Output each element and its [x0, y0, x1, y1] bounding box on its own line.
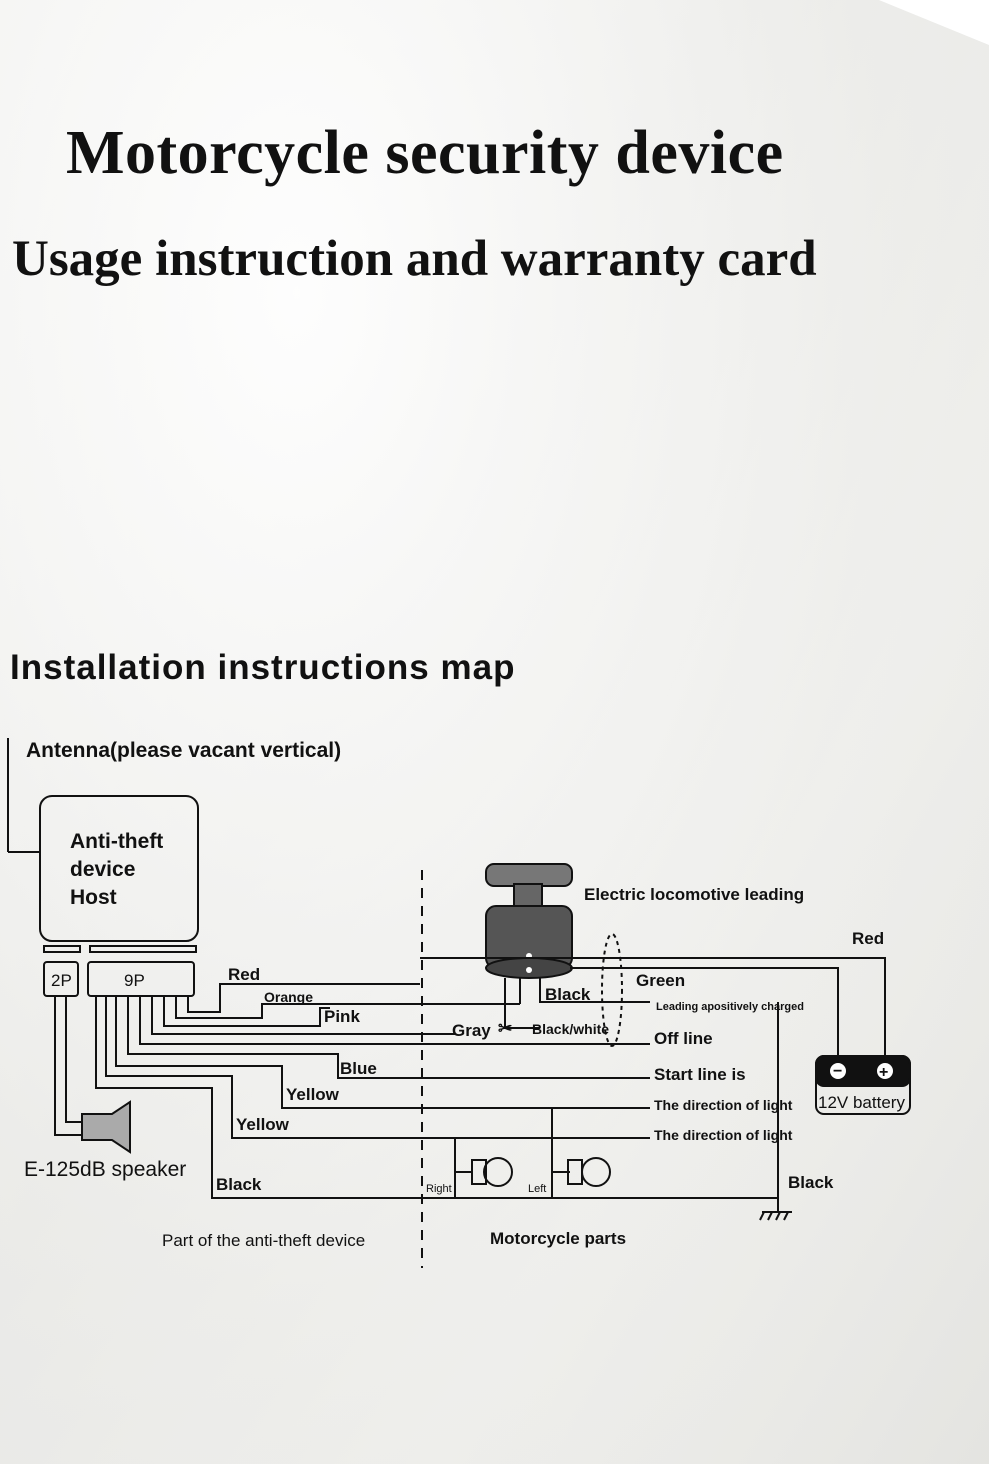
leading-label: Leading apositively charged	[656, 1001, 804, 1013]
battery-red-label: Red	[852, 929, 884, 948]
ground-wiring: Black	[759, 1002, 834, 1221]
battery-label: 12V battery	[818, 1093, 905, 1112]
wiring-diagram: Antenna(please vacant vertical) Anti-the…	[7, 738, 911, 1268]
connectors: 2P 9P	[43, 961, 195, 997]
lock-label: Electric locomotive leading	[584, 885, 804, 904]
host-wires: Red Orange Pink Blue Yellow Yellow Black	[95, 965, 778, 1199]
antenna-label: Antenna(please vacant vertical)	[26, 739, 341, 762]
plus-icon: +	[879, 1064, 888, 1081]
speaker-wiring: E-125dB speaker	[24, 996, 186, 1181]
host-line-2: device	[70, 858, 135, 881]
anti-theft-host: Anti-theft device Host	[39, 795, 199, 953]
direction2-label: The direction of light	[654, 1127, 793, 1143]
wire-yellow2-label: Yellow	[236, 1115, 290, 1134]
lamps: Right Left	[426, 1108, 611, 1198]
off-line-label: Off line	[654, 1029, 713, 1048]
battery: − + 12V battery	[815, 1055, 911, 1115]
host-line-3: Host	[70, 886, 117, 909]
connector-2p-label: 2P	[51, 971, 72, 990]
host-line-1: Anti-theft	[70, 830, 163, 853]
wire-pink-label: Pink	[324, 1007, 360, 1026]
ignition-lock: Electric locomotive leading	[485, 863, 804, 979]
antenna: Antenna(please vacant vertical)	[7, 738, 341, 853]
document-subtitle: Usage instruction and warranty card	[12, 231, 817, 287]
right-labels: Leading apositively charged Off line Sta…	[654, 1001, 804, 1143]
battery-black-label: Black	[788, 1173, 834, 1192]
wire-orange-label: Orange	[264, 989, 313, 1005]
gray-label: Gray	[452, 1021, 491, 1040]
device-part-caption: Part of the anti-theft device	[162, 1231, 365, 1250]
wire-blue-label: Blue	[340, 1059, 377, 1078]
start-line-label: Start line is	[654, 1065, 746, 1084]
lamp-right-label: Right	[426, 1183, 452, 1195]
folded-corner	[879, 0, 989, 45]
lock-green-label: Green	[636, 971, 685, 990]
document-title: Motorcycle security device	[66, 119, 784, 187]
wire-black-label: Black	[216, 1175, 262, 1194]
wire-red-label: Red	[228, 965, 260, 984]
direction1-label: The direction of light	[654, 1097, 793, 1113]
moto-part-caption: Motorcycle parts	[490, 1229, 626, 1248]
connector-9p-label: 9P	[124, 971, 145, 990]
speaker-label: E-125dB speaker	[24, 1158, 186, 1181]
cut-icon: ✂	[498, 1019, 512, 1038]
section-title: Installation instructions map	[10, 648, 516, 687]
lamp-left-label: Left	[528, 1183, 546, 1195]
lock-black-label: Black	[545, 985, 591, 1004]
minus-icon: −	[833, 1063, 842, 1080]
lock-wires: Black Green Gray ✂ Black/white Red	[420, 929, 886, 1058]
black-white-label: Black/white	[532, 1021, 609, 1037]
wire-yellow1-label: Yellow	[286, 1085, 340, 1104]
